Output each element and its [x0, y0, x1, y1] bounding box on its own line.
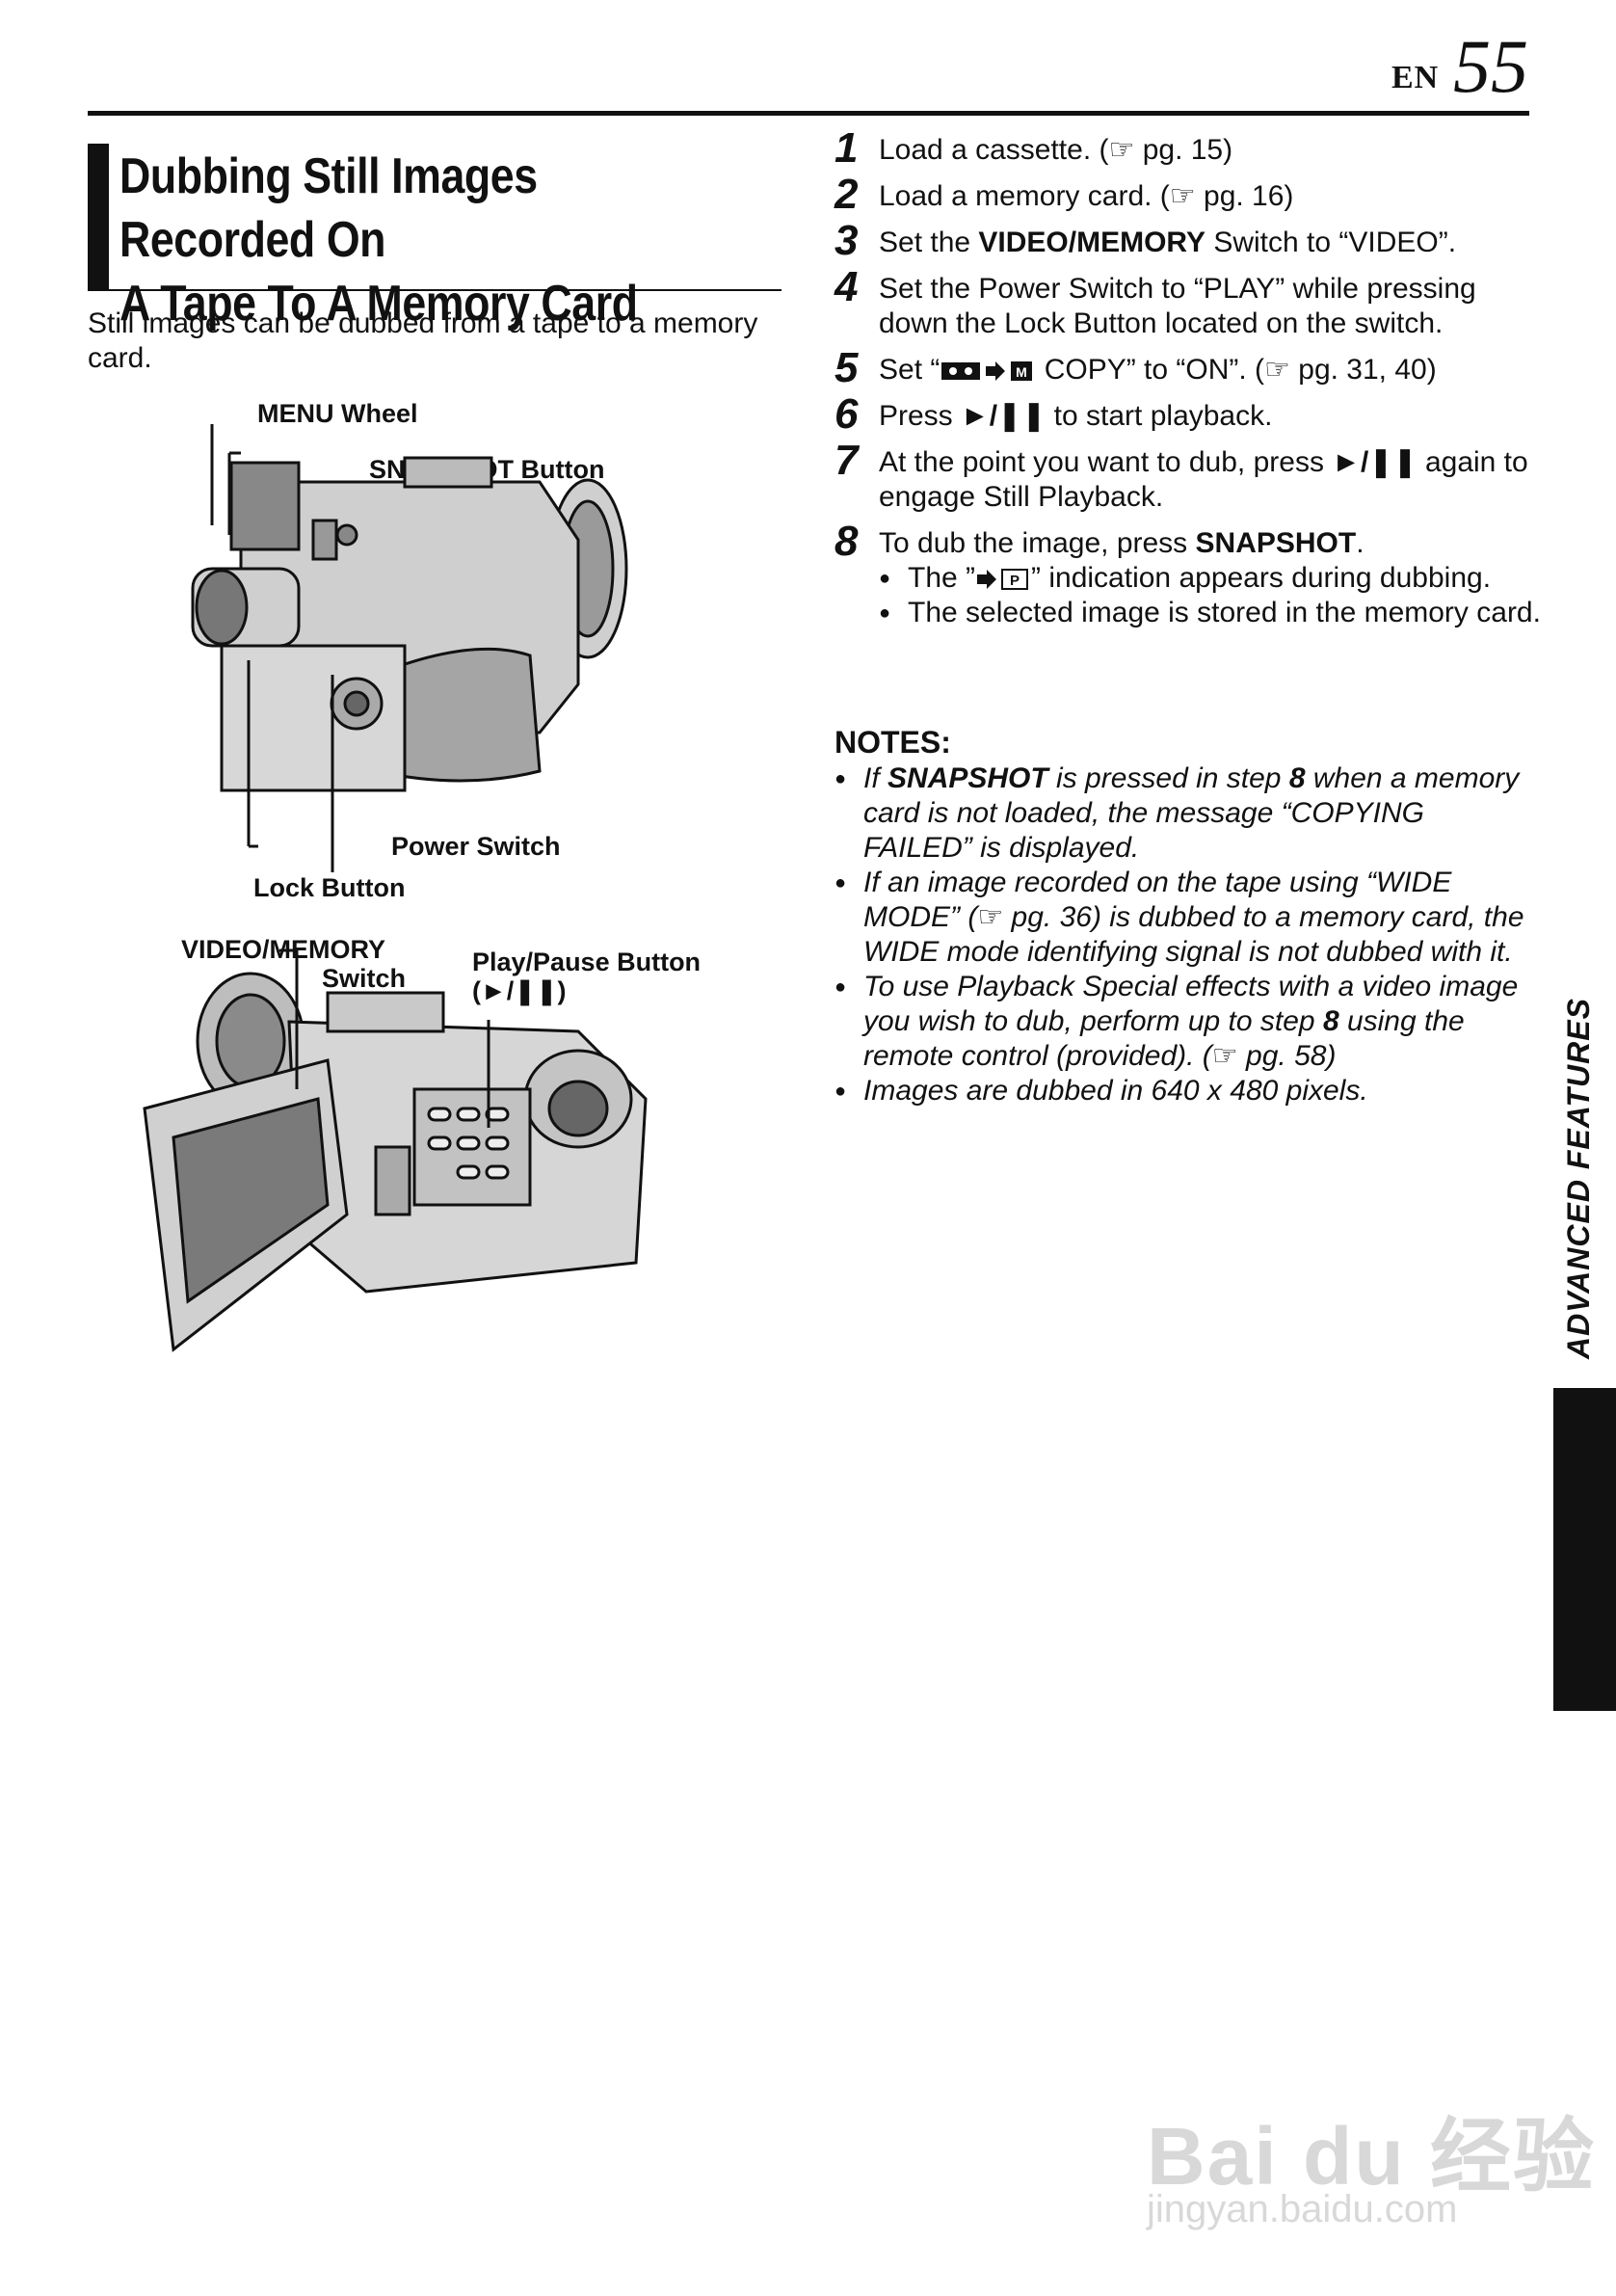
title-rule: [88, 289, 782, 291]
camcorder-illustration-1: [191, 424, 628, 848]
tape-to-memory-icon: M: [941, 361, 1033, 382]
lock-button-leader: [331, 675, 334, 872]
label-power-switch: Power Switch: [391, 832, 561, 861]
page-title-line2: A Tape To A Memory Card: [119, 276, 638, 332]
title-marker-bar: [88, 144, 109, 290]
step-8: 8To dub the image, press SNAPSHOT. The ”…: [834, 521, 1548, 631]
page-title-line1: Dubbing Still Images Recorded On: [119, 148, 538, 268]
copy-indication-icon: P: [977, 569, 1029, 591]
camcorder-illustration-2: [143, 948, 648, 1352]
watermark-url: jingyan.baidu.com: [1147, 2188, 1458, 2230]
label-menu-wheel: MENU Wheel: [257, 399, 418, 428]
label-play-pause-button: Play/Pause Button (►/❚❚): [472, 948, 702, 1005]
step-8-bullet-1: The ” P ” indication appears during dubb…: [879, 561, 1548, 596]
watermark-logo: Bai du 经验: [1147, 2111, 1597, 2202]
label-lock-button: Lock Button: [253, 873, 406, 902]
note-2: If an image recorded on the tape using “…: [834, 866, 1528, 970]
header-lang: EN: [1391, 60, 1440, 95]
page-title: Dubbing Still Images Recorded On A Tape …: [119, 145, 700, 335]
notes-heading: NOTES:: [834, 725, 951, 760]
note-1: If SNAPSHOT is pressed in step 8 when a …: [834, 761, 1528, 866]
note-3: To use Playback Special effects with a v…: [834, 970, 1528, 1074]
header-rule: [88, 111, 1529, 116]
side-tab-label: ADVANCED FEATURES: [1561, 998, 1596, 1359]
intro-text: Still images can be dubbed from a tape t…: [88, 307, 758, 374]
svg-text:M: M: [1017, 364, 1028, 380]
side-tab-block: [1553, 1388, 1616, 1711]
page-number: 55: [1453, 24, 1528, 108]
svg-text:P: P: [1010, 573, 1020, 589]
label-video-memory-switch: VIDEO/MEMORY Switch: [181, 935, 407, 993]
note-4: Images are dubbed in 640 x 480 pixels.: [834, 1074, 1528, 1108]
step-8-bullet-2: The selected image is stored in the memo…: [879, 596, 1548, 630]
notes-list: If SNAPSHOT is pressed in step 8 when a …: [834, 761, 1528, 1108]
